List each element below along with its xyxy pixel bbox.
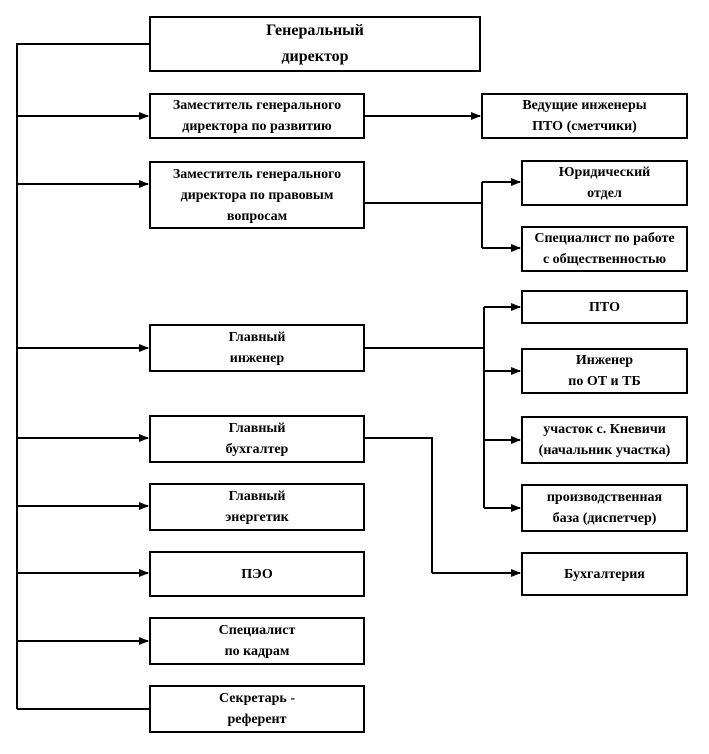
box-pr-specialist: Специалист по работе с общественностью [521,226,688,272]
deputy-legal-line-2: директора по правовым [180,187,334,203]
box-chief-power-engineer: Главный энергетик [149,483,365,531]
lead-engineers-line-2: ПТО (сметчики) [532,119,637,134]
box-engineer-ot-tb: Инженер по ОТ и ТБ [521,348,688,394]
chief-accountant-line-2: бухгалтер [225,442,289,457]
general-director-line-2: директор [281,48,349,65]
secretary-line-1: Секретарь - [219,691,295,706]
box-chief-accountant: Главный бухгалтер [149,415,365,463]
peo-label: ПЭО [241,566,273,582]
pr-specialist-line-1: Специалист по работе [534,231,675,246]
site-knevichi-line-2: (начальник участка) [538,443,671,458]
production-base-line-1: производственная [546,490,663,505]
deputy-legal-line-1: Заместитель генерального [172,166,342,182]
box-deputy-legal: Заместитель генерального директора по пр… [149,161,365,229]
chief-power-engineer-line-2: энергетик [225,510,289,525]
box-legal-department: Юридический отдел [521,160,688,206]
hr-specialist-line-2: по кадрам [224,644,290,659]
box-general-director: Генеральный директор [149,16,481,72]
box-lead-engineers-pto: Ведущие инженеры ПТО (сметчики) [481,93,688,139]
box-chief-engineer: Главный инженер [149,324,365,372]
general-director-line-1: Генеральный [266,22,364,39]
box-peo: ПЭО [149,551,365,597]
box-production-base: производственная база (диспетчер) [521,484,688,532]
chief-accountant-line-1: Главный [228,421,286,436]
production-base-line-2: база (диспетчер) [552,511,657,526]
deputy-development-line-1: Заместитель генерального [172,98,342,113]
secretary-line-2: референт [227,712,287,727]
pto-label: ПТО [589,299,620,315]
accounting-label: Бухгалтерия [564,566,645,582]
engineer-ot-tb-line-1: Инженер [575,353,634,368]
chief-power-engineer-line-1: Главный [228,489,286,504]
lead-engineers-line-1: Ведущие инженеры [522,98,647,113]
box-accounting: Бухгалтерия [521,552,688,596]
pr-specialist-line-2: с общественностью [542,252,667,267]
chief-engineer-line-2: инженер [229,351,285,366]
box-pto: ПТО [521,290,688,324]
box-deputy-development: Заместитель генерального директора по ра… [149,93,365,139]
deputy-development-line-2: директора по развитию [182,119,332,134]
box-hr-specialist: Специалист по кадрам [149,617,365,665]
deputy-legal-line-3: вопросам [226,208,288,224]
chief-engineer-line-1: Главный [228,330,286,345]
hr-specialist-line-1: Специалист [218,623,296,638]
site-knevichi-line-1: участок с. Кневичи [543,422,666,437]
legal-department-line-2: отдел [587,186,622,201]
engineer-ot-tb-line-2: по ОТ и ТБ [568,374,641,389]
box-site-knevichi: участок с. Кневичи (начальник участка) [521,416,688,464]
box-secretary: Секретарь - референт [149,685,365,733]
legal-department-line-1: Юридический [558,165,651,180]
